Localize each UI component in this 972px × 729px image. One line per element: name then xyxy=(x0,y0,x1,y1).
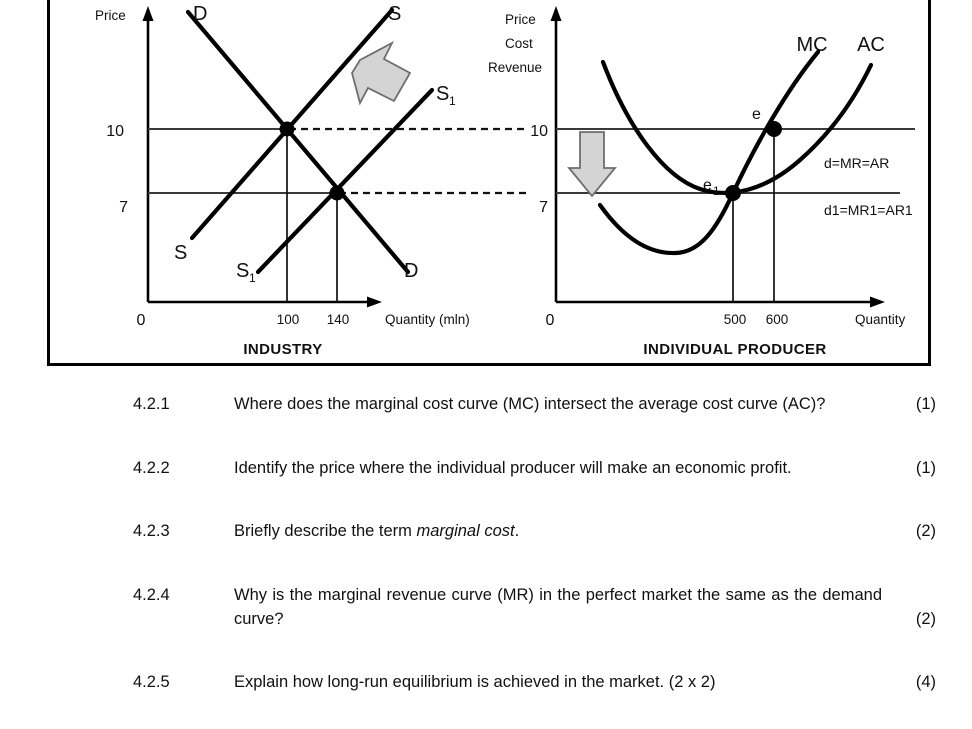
question-text: Why is the marginal revenue curve (MR) i… xyxy=(234,586,882,628)
question-marks: (4) xyxy=(915,673,936,692)
industry-x-axis-arrowhead xyxy=(367,296,382,308)
industry-equilibrium-dot-e xyxy=(279,121,295,137)
producer-x-axis-label: Quantity xyxy=(855,312,906,327)
industry-y-axis-label: Price xyxy=(95,8,126,23)
demand-curve xyxy=(185,9,411,275)
producer-y-axis-arrowhead xyxy=(550,6,562,21)
supply-shift-arrow-icon xyxy=(351,40,412,106)
point-label-e1: e 1 xyxy=(703,177,720,198)
producer-y-axis-label-price: Price xyxy=(505,12,536,27)
question-number: 4.2.3 xyxy=(133,521,170,540)
supply1-label-top: S 1 xyxy=(436,83,456,108)
supply1-curve xyxy=(255,87,435,275)
question-text: Identify the price where the individual … xyxy=(234,459,792,478)
question-marks: (1) xyxy=(915,395,936,413)
question-text-after: . xyxy=(514,521,520,540)
question-marks: (2) xyxy=(915,521,936,540)
individual-producer-panel: Price Cost Revenue 10 7 0 500 600 Quanti… xyxy=(488,6,915,358)
producer-equilibrium-dot-e1 xyxy=(725,185,741,201)
producer-equilibrium-dot-e xyxy=(766,121,782,137)
revenue-label-upper: d=MR=AR xyxy=(824,155,889,171)
supply1-label-bottom-sub: 1 xyxy=(249,271,256,285)
marginal-cost-curve xyxy=(597,49,821,256)
question-item-4-2-1: 4.2.1 Where does the marginal cost curve… xyxy=(0,393,972,416)
supply1-label-bottom: S 1 xyxy=(236,260,256,285)
average-cost-curve xyxy=(600,59,874,195)
industry-ytick-10: 10 xyxy=(106,123,124,140)
industry-panel: Price 10 7 0 100 140 Quantity (mln) D D … xyxy=(95,3,527,358)
diagram-frame xyxy=(47,0,931,366)
producer-origin-label: 0 xyxy=(546,312,555,329)
point-label-e1-sub: 1 xyxy=(713,184,720,198)
question-text: Briefly describe the term marginal cost. xyxy=(234,520,882,543)
question-text-before: Briefly describe the term xyxy=(234,521,417,540)
producer-xtick-500: 500 xyxy=(724,312,747,327)
question-number: 4.2.2 xyxy=(133,459,170,478)
question-item-4-2-2: 4.2.2 Identify the price where the indiv… xyxy=(0,457,972,480)
producer-ytick-7: 7 xyxy=(539,199,548,216)
supply1-label-top-base: S xyxy=(436,83,449,105)
economics-diagram: Price 10 7 0 100 140 Quantity (mln) D D … xyxy=(95,3,915,358)
demand-label-top: D xyxy=(193,3,207,25)
industry-equilibrium-dot-e1 xyxy=(329,185,345,201)
industry-y-axis-arrowhead xyxy=(142,6,154,21)
industry-xtick-100: 100 xyxy=(277,312,300,327)
question-marks: (1) xyxy=(915,459,936,478)
producer-y-axis-label-revenue: Revenue xyxy=(488,60,542,75)
supply1-label-bottom-base: S xyxy=(236,260,249,282)
supply-label-top: S xyxy=(388,3,401,25)
question-text: Where does the marginal cost curve (MC) … xyxy=(234,395,826,413)
point-label-e: e xyxy=(752,106,761,123)
producer-ytick-10: 10 xyxy=(530,123,548,140)
question-number: 4.2.4 xyxy=(133,586,170,605)
question-text-italic: marginal cost xyxy=(416,521,515,540)
supply-label-bottom: S xyxy=(174,242,187,264)
industry-origin-label: 0 xyxy=(137,312,146,329)
producer-xtick-600: 600 xyxy=(766,312,789,327)
producer-x-axis-arrowhead xyxy=(870,296,885,308)
producer-caption: INDIVIDUAL PRODUCER xyxy=(643,341,826,358)
question-marks: (2) xyxy=(915,609,936,628)
average-cost-label: AC xyxy=(857,34,885,56)
industry-caption: INDUSTRY xyxy=(243,341,322,358)
producer-y-axis-label-cost: Cost xyxy=(505,36,533,51)
revenue-label-lower: d1=MR1=AR1 xyxy=(824,202,913,218)
question-number: 4.2.1 xyxy=(133,395,170,413)
question-item-4-2-5: 4.2.5 Explain how long-run equilibrium i… xyxy=(0,671,972,694)
question-number: 4.2.5 xyxy=(133,673,170,692)
demand-label-bottom: D xyxy=(404,260,418,282)
marginal-cost-label: MC xyxy=(796,34,827,56)
question-item-4-2-3: 4.2.3 Briefly describe the term marginal… xyxy=(0,520,972,543)
point-label-e1-base: e xyxy=(703,177,712,194)
question-text: Explain how long-run equilibrium is achi… xyxy=(234,673,716,692)
question-item-4-2-4: 4.2.4 Why is the marginal revenue curve … xyxy=(0,584,972,631)
industry-xtick-140: 140 xyxy=(327,312,350,327)
question-list: 4.2.1 Where does the marginal cost curve… xyxy=(0,393,972,709)
industry-ytick-7: 7 xyxy=(119,199,128,216)
supply1-label-top-sub: 1 xyxy=(449,94,456,108)
price-shift-arrow-icon xyxy=(567,131,617,198)
industry-x-axis-label: Quantity (mln) xyxy=(385,312,470,327)
